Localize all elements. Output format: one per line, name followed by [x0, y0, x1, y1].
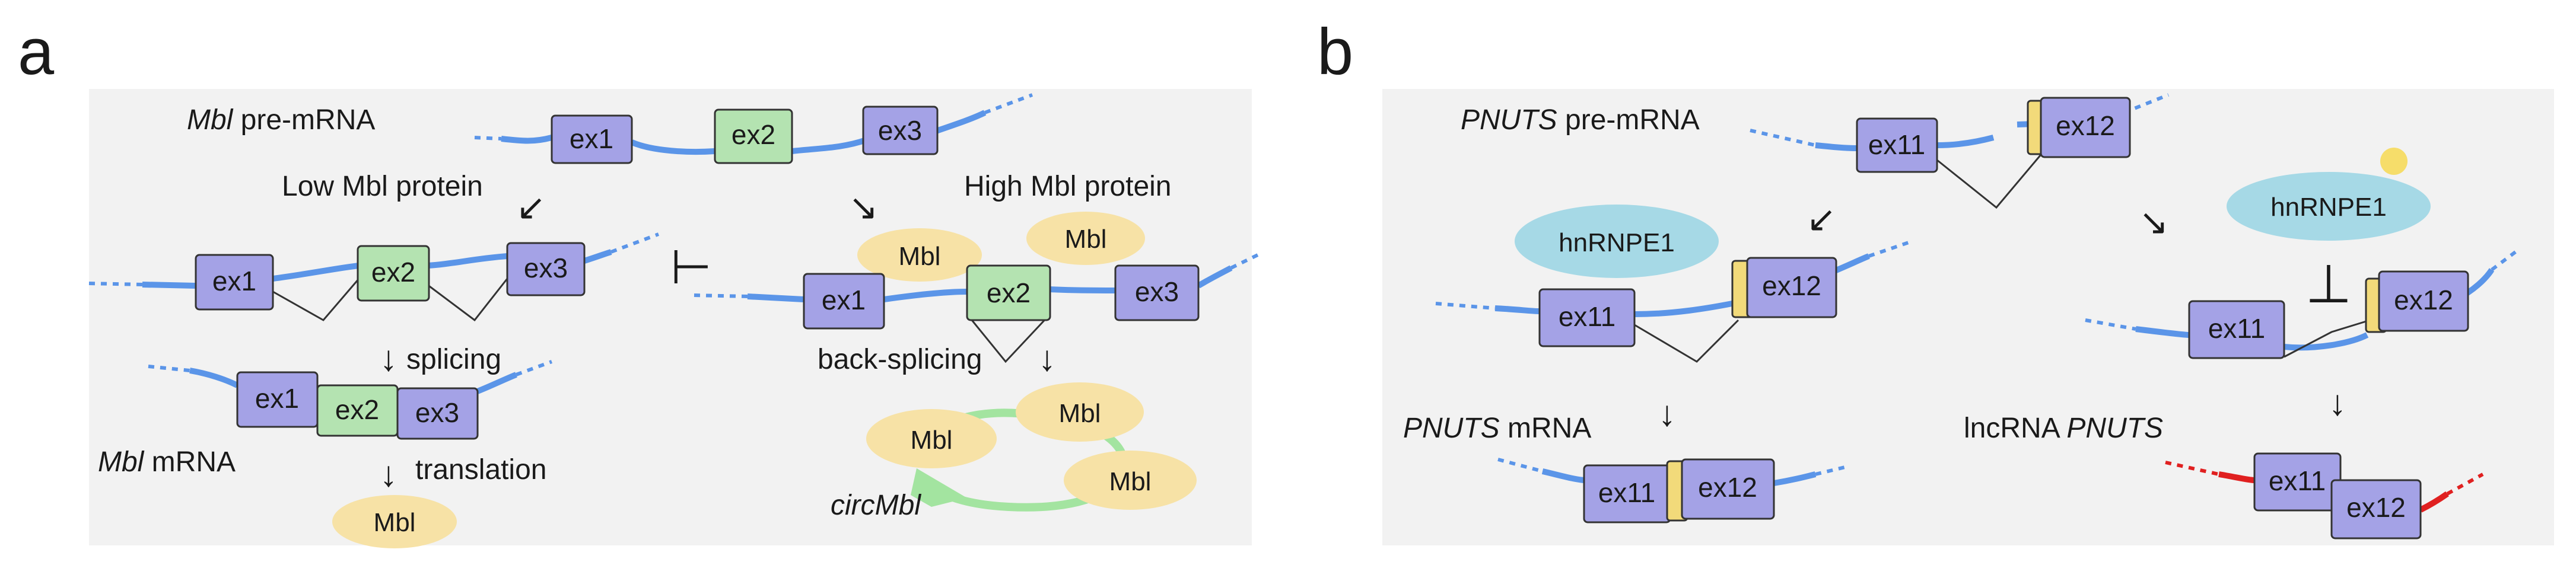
a-mrna-label: Mbl mRNA [98, 446, 236, 478]
a-inhibit-symbol: ⊢ [670, 241, 712, 293]
b-pre-mrna-label: PNUTS pre-mRNA [1461, 104, 1700, 136]
svg-text:ex3: ex3 [1135, 276, 1179, 307]
svg-text:ex12: ex12 [1762, 270, 1821, 301]
a-high-label: High Mbl protein [964, 171, 1172, 202]
b-right-transcript: ex11 ex12 [2085, 250, 2517, 359]
a-arrow-down-left: ↙ [516, 187, 546, 227]
a-circ-mbl: Mbl Mbl Mbl [866, 382, 1197, 512]
b-inhibit-symbol: ⊥ [2305, 255, 2352, 314]
svg-text:ex12: ex12 [1698, 472, 1757, 503]
b-hnrnpe1-right-label: hnRNPE1 [2270, 193, 2387, 222]
b-mrna-exon-12 [1681, 458, 1775, 520]
a-circ-mbl-protein-3 [1064, 451, 1197, 510]
svg-text:ex11: ex11 [2269, 465, 2326, 496]
svg-text:ex3: ex3 [878, 115, 922, 146]
a-low-label: Low Mbl protein [282, 171, 483, 202]
b-lnc-exon-12 [2330, 479, 2422, 539]
b-hnrnpe1-left-label: hnRNPE1 [1559, 228, 1675, 257]
b-left-exon-12 [1746, 257, 1837, 318]
a-backsplicing-label: back-splicing [818, 344, 982, 375]
a-pre-exon-1 [551, 114, 633, 164]
a-low-transcript: ex1 ex2 ex3 [88, 232, 660, 322]
a-circ-mbl-protein-1 [866, 409, 997, 468]
a-splicing-arrow: ↓ [380, 339, 397, 378]
svg-text:ex2: ex2 [987, 277, 1031, 308]
svg-text:ex2: ex2 [732, 119, 775, 150]
b-arrow-down-right: ↘ [2139, 202, 2168, 242]
svg-text:ex11: ex11 [2208, 313, 2265, 344]
svg-text:ex11: ex11 [1598, 477, 1655, 508]
a-backsplicing-arrow: ↓ [1038, 339, 1056, 378]
panel-a-letter: a [18, 15, 55, 88]
b-right-down-arrow: ↓ [2329, 383, 2346, 423]
b-mrna-label: PNUTS mRNA [1403, 413, 1591, 444]
b-right-exon-11 [2188, 300, 2285, 359]
svg-text:Mbl: Mbl [911, 426, 953, 455]
a-mbl-protein-1 [857, 228, 982, 282]
a-arrow-down-right: ↘ [848, 187, 878, 227]
a-pre-mrna: ex1 ex2 ex3 [474, 93, 1033, 164]
a-translation-arrow: ↓ [380, 454, 397, 494]
b-pre-mrna: ex11 ex12 [1750, 93, 2170, 209]
svg-text:ex1: ex1 [255, 383, 299, 414]
b-lnc-label: lncRNA PNUTS [1964, 413, 2163, 444]
panel-a-background [89, 89, 1252, 545]
a-mbl-protein-2 [1026, 212, 1145, 265]
svg-text:Mbl: Mbl [1065, 225, 1107, 254]
svg-text:ex2: ex2 [371, 257, 415, 288]
a-circ-label: circMbl [831, 490, 921, 521]
svg-text:ex12: ex12 [2346, 492, 2406, 523]
b-left-down-arrow: ↓ [1658, 394, 1676, 433]
a-mrna-exon-3 [396, 387, 479, 440]
b-pre-exon-12 [2040, 97, 2131, 158]
b-pre-exon-11 [1856, 117, 1938, 173]
svg-text:ex11: ex11 [1559, 301, 1615, 332]
svg-text:ex2: ex2 [335, 394, 379, 425]
svg-text:ex12: ex12 [2056, 110, 2115, 141]
svg-text:ex1: ex1 [570, 123, 613, 154]
svg-text:Mbl: Mbl [1059, 399, 1101, 428]
a-pre-exon-2 [714, 108, 793, 164]
b-left-exon-11 [1538, 288, 1636, 347]
svg-text:ex1: ex1 [212, 266, 256, 296]
b-lnc: ex11 ex12 [2165, 452, 2484, 539]
b-hnrnpe1-right [2227, 172, 2431, 241]
a-pre-exon-3 [862, 106, 939, 155]
b-left-transcript: ex11 ex12 [1435, 240, 1911, 363]
svg-text:ex12: ex12 [2394, 285, 2453, 315]
svg-text:ex11: ex11 [1868, 129, 1925, 160]
a-mbl-mrna: ex1 ex2 ex3 [148, 360, 553, 440]
b-arrow-down-left: ↙ [1807, 199, 1836, 239]
svg-text:ex1: ex1 [822, 285, 866, 315]
a-low-exon-1 [195, 254, 274, 311]
a-mbl-product [332, 495, 457, 548]
svg-text:ex3: ex3 [415, 397, 459, 428]
a-high-transcript: Mbl Mbl ex1 ex2 ex3 [694, 212, 1259, 363]
a-low-exon-2 [357, 245, 430, 302]
a-high-exon-3 [1114, 264, 1200, 321]
svg-text:Mbl: Mbl [1109, 467, 1152, 496]
a-pre-mrna-label: Mbl pre-mRNA [187, 104, 375, 136]
b-right-exon-12 [2378, 270, 2469, 332]
a-circ-mbl-protein-2 [1016, 382, 1144, 442]
b-yellow-dot [2380, 148, 2408, 175]
panel-b-letter: b [1317, 15, 1353, 88]
svg-text:Mbl: Mbl [899, 242, 941, 271]
a-high-exon-1 [803, 273, 885, 330]
b-mrna: ex11 ex12 [1497, 458, 1846, 523]
svg-text:ex3: ex3 [524, 253, 568, 283]
a-splicing-label: splicing [406, 344, 501, 375]
a-low-exon-3 [506, 242, 586, 296]
a-high-exon-2 [966, 264, 1051, 321]
a-translation-label: translation [415, 454, 546, 486]
a-mbl-product-label: Mbl [374, 508, 416, 537]
b-hnrnpe1-left [1515, 205, 1719, 278]
